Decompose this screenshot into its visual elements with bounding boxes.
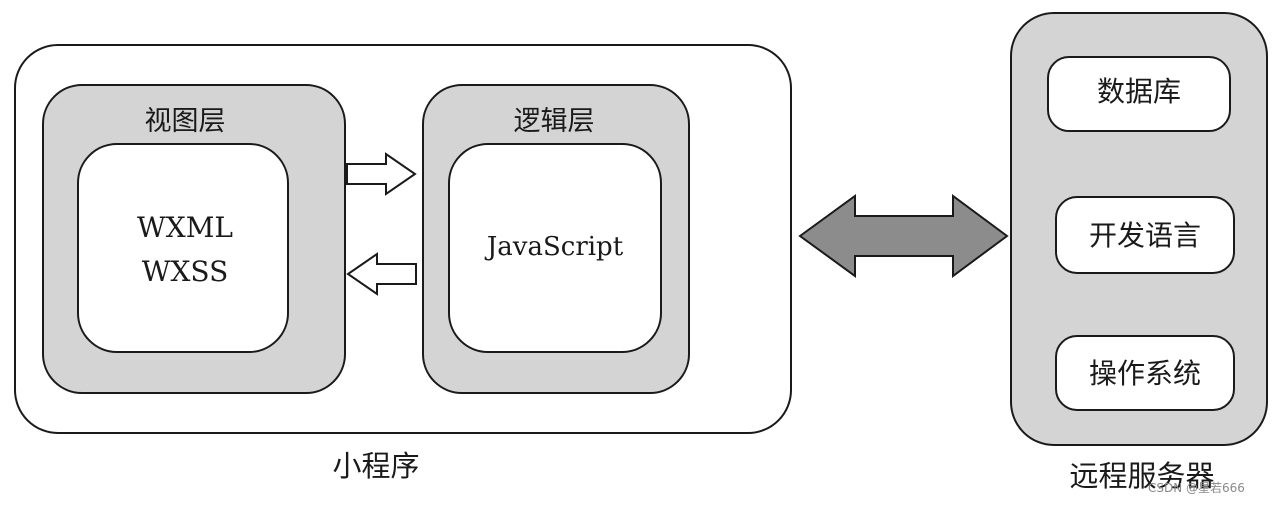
- dev-language-label: 开发语言: [1088, 219, 1201, 252]
- dev-language-box: [1055, 196, 1235, 274]
- javascript-label: JavaScript: [486, 232, 624, 262]
- operating-system-box: [1055, 335, 1235, 411]
- remote-server-label: 远程服务器: [1069, 459, 1215, 493]
- database-label: 数据库: [1096, 75, 1181, 108]
- bidirectional-arrow: [798, 194, 1009, 278]
- wxss-label: WXSS: [141, 255, 229, 288]
- wxml-label: WXML: [137, 211, 233, 244]
- view-layer-title: 视图层: [144, 106, 226, 137]
- mini-program-label: 小程序: [332, 449, 420, 483]
- view-layer-content-box: [77, 143, 289, 353]
- operating-system-label: 操作系统: [1088, 357, 1201, 390]
- logic-layer-content-box: [448, 143, 662, 353]
- logic-to-view-arrow: [346, 252, 417, 296]
- csdn-watermark: CSDN @星若666: [1148, 481, 1245, 495]
- view-to-logic-arrow: [346, 152, 417, 196]
- logic-layer-title: 逻辑层: [513, 106, 595, 137]
- database-box: [1047, 56, 1231, 132]
